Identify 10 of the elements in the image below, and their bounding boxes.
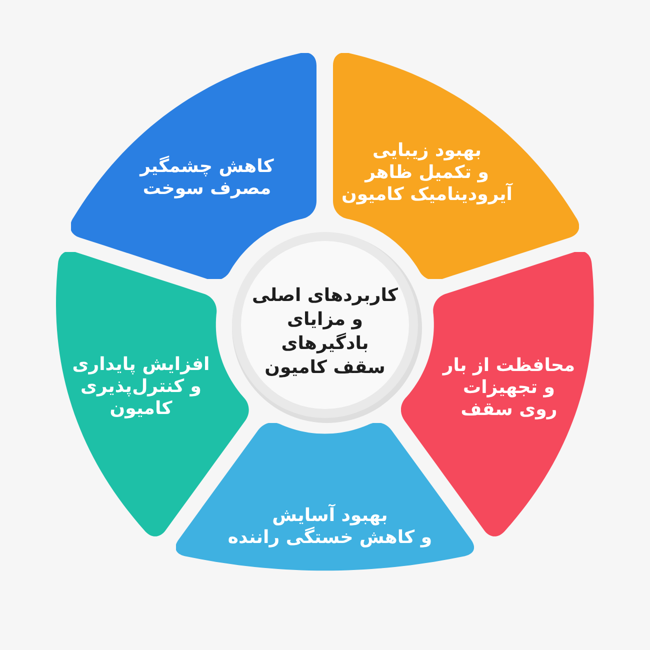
center-circle [232, 232, 422, 423]
center-title: کاربردهای اصلی و مزایای بادگیرهای سقف کامیون [252, 284, 398, 380]
segment-label: محافظت از بار و تجهیزات روی سقف [442, 354, 576, 421]
ring-segment [176, 423, 474, 571]
segment-label: بهبود آسایش و کاهش خستگی راننده [228, 504, 432, 549]
segment-label: بهبود زیبایی و تکمیل ظاهر آیرودینامیک کامیون [342, 140, 512, 206]
segment-label: کاهش چشمگیر مصرف سوخت [140, 156, 274, 200]
ring-segment [71, 52, 317, 279]
segment-label: افزایش پایداری و کنترل‌پذیری کامیون [72, 354, 210, 420]
ring-segment [333, 52, 578, 279]
